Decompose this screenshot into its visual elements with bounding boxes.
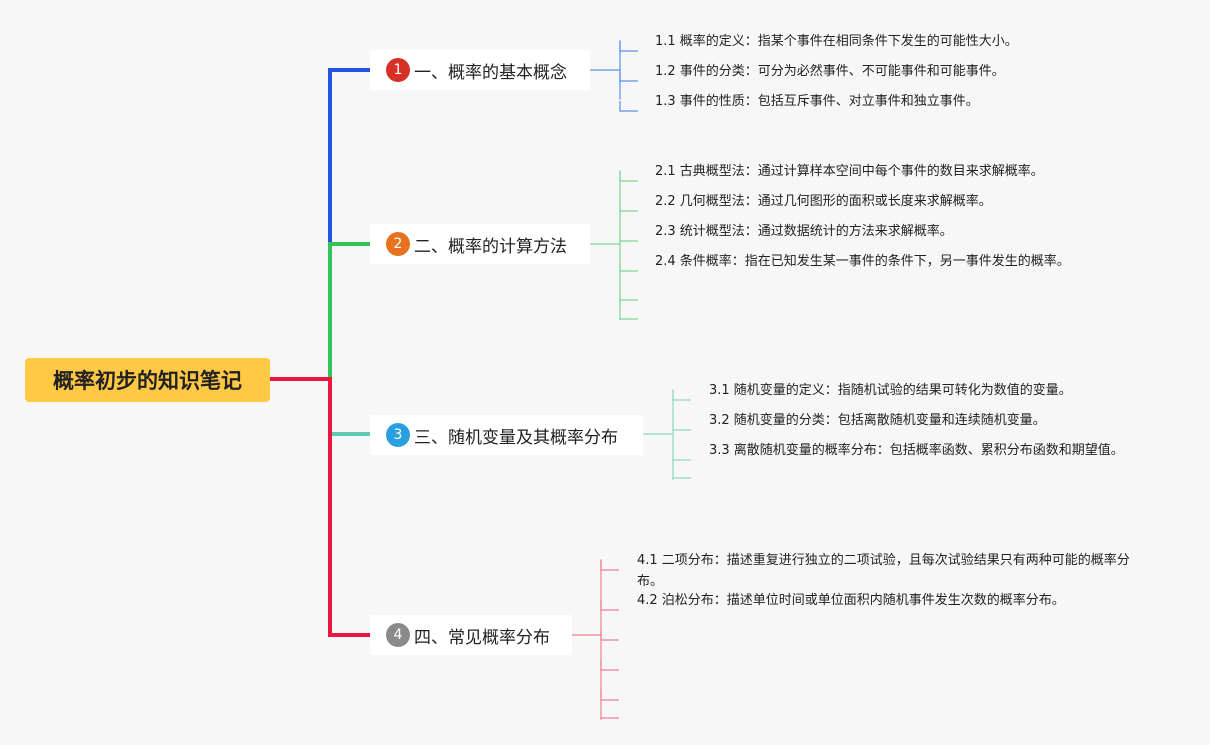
branch-topic-label: 二、概率的计算方法 [414, 236, 567, 257]
number-badge-icon: 1 [386, 58, 410, 82]
leaf-underline-2-1 [619, 171, 638, 182]
number-badge-icon: 2 [386, 232, 410, 256]
main-connector-1 [270, 68, 370, 381]
branch-topic-label: 三、随机变量及其概率分布 [414, 427, 618, 448]
leaf-underline-4-4 [600, 660, 619, 671]
leaf-underline-4-2 [600, 600, 619, 611]
leaf-underline-4-3 [600, 630, 619, 641]
leaf-underline-2-2 [619, 201, 638, 212]
leaf-underline-4-6 [600, 717, 619, 720]
leaf-underline-4-5 [600, 690, 619, 701]
leaf-topic-1-3[interactable]: 1.3 事件的性质：包括互斥事件、对立事件和独立事件。 [655, 94, 979, 109]
root-topic[interactable]: 概率初步的知识笔记 [25, 358, 270, 402]
leaf-underline-1-1 [619, 41, 638, 52]
leaf-underline-2-5 [619, 290, 638, 301]
root-topic-label: 概率初步的知识笔记 [53, 369, 242, 393]
number-badge-icon: 3 [386, 423, 410, 447]
leaf-underline-1-2 [619, 71, 638, 82]
main-connector-2 [270, 242, 370, 381]
leaf-topic-2-3[interactable]: 2.3 统计概型法：通过数据统计的方法来求解概率。 [655, 224, 953, 239]
leaf-underline-3-4 [672, 477, 691, 480]
leaf-underline-2-6 [619, 318, 638, 320]
leaf-topic-1-2[interactable]: 1.2 事件的分类：可分为必然事件、不可能事件和可能事件。 [655, 64, 1005, 79]
leaf-underline-2-3 [619, 231, 638, 242]
leaf-underline-1-3 [619, 101, 638, 112]
leaf-topic-2-2[interactable]: 2.2 几何概型法：通过几何图形的面积或长度来求解概率。 [655, 194, 992, 209]
leaf-topic-4-1[interactable]: 4.1 二项分布：描述重复进行独立的二项试验，且每次试验结果只有两种可能的概率分… [637, 553, 1130, 589]
leaf-topic-2-4[interactable]: 2.4 条件概率：指在已知发生某一事件的条件下，另一事件发生的概率。 [655, 254, 1070, 269]
leaf-underline-3-2 [672, 420, 691, 431]
number-badge-icon: 4 [386, 623, 410, 647]
branch-topic-label: 一、概率的基本概念 [414, 62, 567, 83]
leaf-topic-3-2[interactable]: 3.2 随机变量的分类：包括离散随机变量和连续随机变量。 [709, 413, 1046, 428]
main-connector-3 [270, 377, 370, 436]
leaf-underline-3-3 [672, 450, 691, 461]
leaf-topic-1-1[interactable]: 1.1 概率的定义：指某个事件在相同条件下发生的可能性大小。 [655, 34, 1018, 49]
leaf-underline-4-1 [600, 560, 619, 571]
leaf-underline-3-1 [672, 390, 691, 401]
leaf-topic-2-1[interactable]: 2.1 古典概型法：通过计算样本空间中每个事件的数目来求解概率。 [655, 164, 1044, 179]
leaf-underline-2-4 [619, 261, 638, 272]
main-connector-4 [270, 377, 370, 637]
branch-topic-label: 四、常见概率分布 [414, 627, 550, 648]
leaf-topic-3-1[interactable]: 3.1 随机变量的定义：指随机试验的结果可转化为数值的变量。 [709, 383, 1072, 398]
leaf-topic-4-2[interactable]: 4.2 泊松分布：描述单位时间或单位面积内随机事件发生次数的概率分布。 [637, 593, 1065, 608]
leaf-topic-3-3[interactable]: 3.3 离散随机变量的概率分布：包括概率函数、累积分布函数和期望值。 [709, 443, 1124, 458]
